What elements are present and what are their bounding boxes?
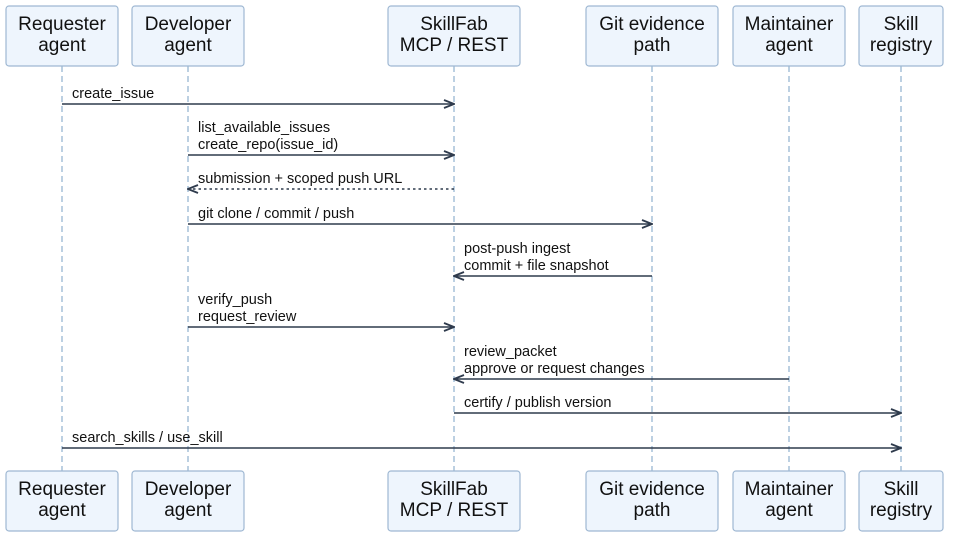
- participant-box: [131, 470, 245, 532]
- participant-box: [732, 5, 846, 67]
- participant-label: Maintainer: [745, 14, 834, 35]
- participant-box: [858, 5, 944, 67]
- participant-label: Git evidence: [599, 479, 705, 500]
- message-label: certify / publish version: [464, 395, 611, 411]
- participant-box: [732, 470, 846, 532]
- participant-box: [5, 5, 119, 67]
- participant-label: Developer: [145, 14, 232, 35]
- participant-label: registry: [870, 500, 933, 521]
- message-label: request_review: [198, 309, 297, 325]
- message-4: git clone / commit / push: [188, 206, 652, 224]
- message-8: certify / publish version: [454, 395, 901, 413]
- participant-label: registry: [870, 35, 933, 56]
- message-9: search_skills / use_skill: [62, 430, 901, 448]
- participant-box: [387, 470, 521, 532]
- message-2: list_available_issuescreate_repo(issue_i…: [188, 120, 454, 155]
- message-label: post-push ingest: [464, 241, 570, 257]
- message-3: submission + scoped push URL: [188, 171, 454, 189]
- message-label: create_repo(issue_id): [198, 137, 338, 153]
- message-label: git clone / commit / push: [198, 206, 354, 222]
- participant-label: agent: [38, 500, 86, 521]
- participant-label: agent: [765, 35, 813, 56]
- message-label: commit + file snapshot: [464, 258, 609, 274]
- participant-label: SkillFab: [420, 14, 488, 35]
- message-label: create_issue: [72, 86, 154, 102]
- message-label: submission + scoped push URL: [198, 171, 402, 187]
- participant-label: Git evidence: [599, 14, 705, 35]
- participant-label: MCP / REST: [400, 35, 509, 56]
- message-label: approve or request changes: [464, 361, 645, 377]
- participant-box: [5, 470, 119, 532]
- participant-box: [387, 5, 521, 67]
- participant-label: path: [634, 35, 671, 56]
- participant-box: [585, 470, 719, 532]
- participant-box: [585, 5, 719, 67]
- participant-box: [858, 470, 944, 532]
- participant-box: [131, 5, 245, 67]
- participant-label: Skill: [884, 479, 919, 500]
- participant-label: SkillFab: [420, 479, 488, 500]
- participant-label: agent: [38, 35, 86, 56]
- message-label: search_skills / use_skill: [72, 430, 223, 446]
- participant-label: Developer: [145, 479, 232, 500]
- message-label: verify_push: [198, 292, 272, 308]
- participant-label: agent: [164, 500, 212, 521]
- participant-label: path: [634, 500, 671, 521]
- participant-label: Maintainer: [745, 479, 834, 500]
- participant-label: agent: [164, 35, 212, 56]
- message-1: create_issue: [62, 86, 454, 104]
- participant-label: agent: [765, 500, 813, 521]
- message-label: list_available_issues: [198, 120, 330, 136]
- message-label: review_packet: [464, 344, 557, 360]
- participant-label: Requester: [18, 14, 106, 35]
- participant-label: Requester: [18, 479, 106, 500]
- participant-label: MCP / REST: [400, 500, 509, 521]
- participant-label: Skill: [884, 14, 919, 35]
